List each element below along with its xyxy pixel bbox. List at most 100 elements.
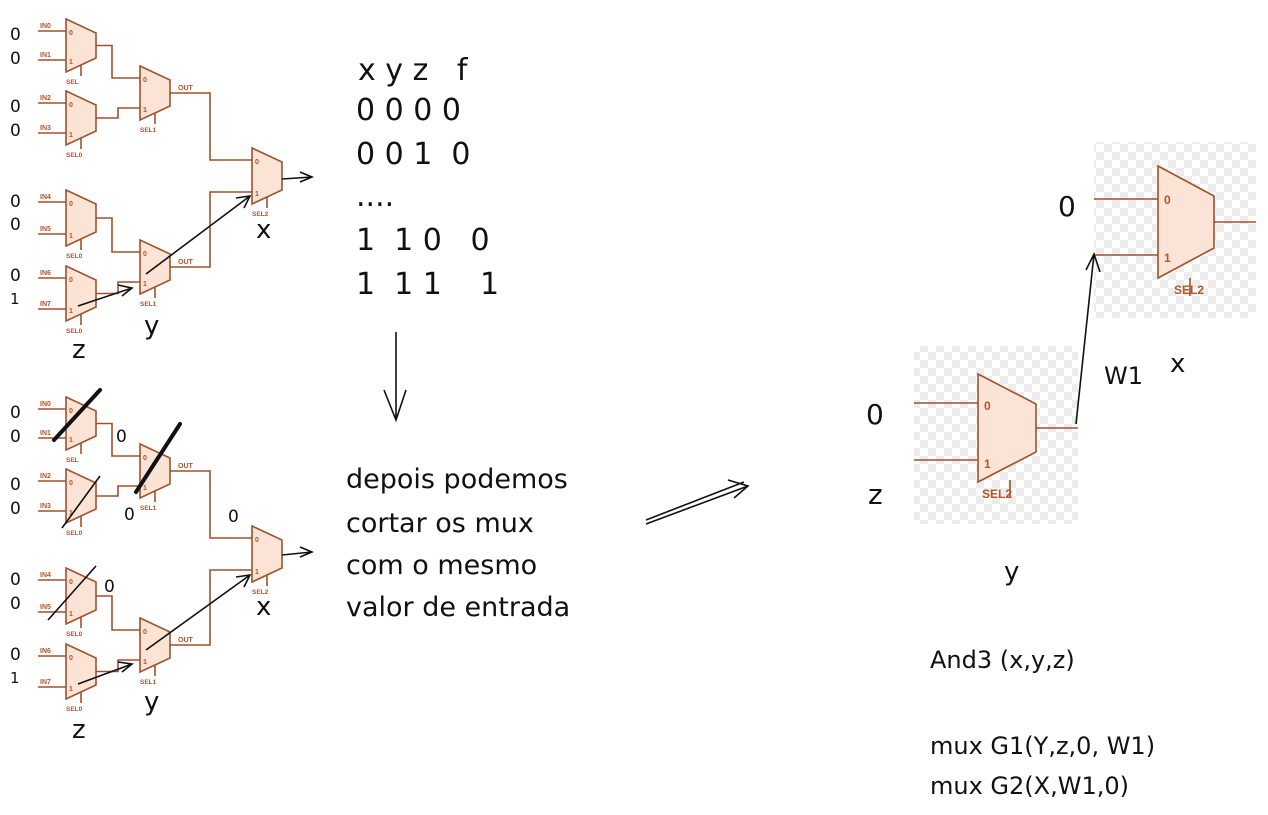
svg-text:1: 1 <box>69 437 73 444</box>
g2-port1: 1 <box>1164 251 1171 265</box>
svg-text:1: 1 <box>255 191 259 198</box>
truth-table-row: 1 1 0 0 <box>356 223 490 258</box>
lower-value-in6: 0 <box>10 645 21 665</box>
g1-port1: 1 <box>984 457 991 471</box>
lower-input-label-3: IN3 <box>40 503 51 510</box>
g1-port0: 0 <box>984 399 991 413</box>
g2-sel-label: SEL2 <box>1174 283 1204 297</box>
right-arrow <box>645 479 750 525</box>
truth-table-row: .... <box>356 179 394 214</box>
upper-label-y: y <box>144 311 159 341</box>
lower-input-label-2: IN2 <box>40 473 51 480</box>
svg-text:0: 0 <box>69 480 73 487</box>
upper-input-label-5: IN5 <box>40 226 51 233</box>
upper-input-label-4: IN4 <box>40 194 51 201</box>
svg-text:0: 0 <box>255 537 259 544</box>
upper-label-z: z <box>72 335 86 365</box>
svg-text:1: 1 <box>143 659 147 666</box>
mux-g1: 0 1 SEL2 <box>914 346 1078 524</box>
upper-out-label-0: OUT <box>178 85 194 92</box>
svg-text:SEL1: SEL1 <box>140 679 157 686</box>
svg-text:0: 0 <box>69 277 73 284</box>
svg-text:SEL0: SEL0 <box>66 328 83 335</box>
svg-text:0: 0 <box>69 579 73 586</box>
upper-input-label-1: IN1 <box>40 52 51 59</box>
upper-input-values: 0 0 0 0 0 0 0 1 <box>10 25 21 308</box>
svg-text:0: 0 <box>69 30 73 37</box>
svg-text:SEL0: SEL0 <box>66 253 83 260</box>
truth-table-header: x y z f <box>358 53 469 88</box>
g2-sel-x-label: x <box>1170 349 1185 379</box>
equation-and3: And3 (x,y,z) <box>930 646 1075 674</box>
svg-text:0: 0 <box>143 77 147 84</box>
strike-through-marks <box>47 388 182 621</box>
lower-input-label-5: IN5 <box>40 604 51 611</box>
svg-text:0: 0 <box>69 102 73 109</box>
mux-g2: 0 1 SEL2 <box>1094 142 1256 318</box>
lower-mid-values: 0 0 0 0 <box>104 427 239 597</box>
equation-g1: mux G1(Y,z,0, W1) <box>930 732 1155 760</box>
upper-value-in0: 0 <box>10 25 21 45</box>
lower-annotation-arrows <box>77 546 315 685</box>
upper-mux-tree: IN0IN1IN2IN3IN4IN5IN6IN701SEL01SEL001SEL… <box>38 17 283 335</box>
svg-text:SEL1: SEL1 <box>140 505 157 512</box>
svg-text:0: 0 <box>69 655 73 662</box>
upper-value-in4: 0 <box>10 192 21 212</box>
note-line: depois podemos <box>346 464 568 495</box>
lower-input-label-6: IN6 <box>40 648 51 655</box>
svg-text:1: 1 <box>69 510 73 517</box>
lower-value-in4: 0 <box>10 570 21 590</box>
svg-text:1: 1 <box>69 686 73 693</box>
upper-label-x: x <box>256 215 271 245</box>
lower-input-label-4: IN4 <box>40 572 51 579</box>
lower-input-label-1: IN1 <box>40 430 51 437</box>
svg-text:1: 1 <box>69 611 73 618</box>
lower-out-label-0: OUT <box>178 463 194 470</box>
svg-text:0: 0 <box>69 201 73 208</box>
lower-value-in7: 1 <box>10 669 20 687</box>
lower-value-in5: 0 <box>10 594 21 614</box>
truth-table-row: 0 0 0 0 <box>356 93 461 128</box>
svg-text:SEL2: SEL2 <box>252 211 269 218</box>
equation-g2: mux G2(X,W1,0) <box>930 772 1129 800</box>
svg-text:0: 0 <box>69 408 73 415</box>
upper-input-label-7: IN7 <box>40 301 51 308</box>
svg-text:0: 0 <box>143 629 147 636</box>
lower-out-label-1: OUT <box>178 637 194 644</box>
g2-input0-value: 0 <box>1058 190 1076 223</box>
g1-input0-value: 0 <box>866 398 884 431</box>
upper-input-label-0: IN0 <box>40 23 51 30</box>
lower-label-z: z <box>72 715 86 745</box>
upper-annotation-arrows <box>77 171 315 307</box>
upper-value-in5: 0 <box>10 215 21 235</box>
upper-value-in3: 0 <box>10 121 21 141</box>
truth-table-row: 1 1 1 1 <box>356 267 499 302</box>
svg-text:SEL: SEL <box>66 79 79 86</box>
upper-out-label-1: OUT <box>178 259 194 266</box>
truth-table-row: 0 0 1 0 <box>356 137 471 172</box>
svg-text:SEL0: SEL0 <box>66 530 83 537</box>
upper-value-in7: 1 <box>10 290 20 308</box>
lower-input-label-7: IN7 <box>40 679 51 686</box>
upper-input-label-2: IN2 <box>40 95 51 102</box>
note-text: depois podemos cortar os mux com o mesmo… <box>346 464 570 623</box>
lower-mid-value-b: 0 <box>124 505 135 525</box>
svg-text:SEL0: SEL0 <box>66 706 83 713</box>
svg-text:1: 1 <box>69 233 73 240</box>
svg-text:1: 1 <box>255 569 259 576</box>
svg-text:1: 1 <box>69 132 73 139</box>
svg-text:SEL1: SEL1 <box>140 127 157 134</box>
w1-label: W1 <box>1104 362 1143 390</box>
svg-text:1: 1 <box>69 59 73 66</box>
g2-port0: 0 <box>1164 193 1171 207</box>
